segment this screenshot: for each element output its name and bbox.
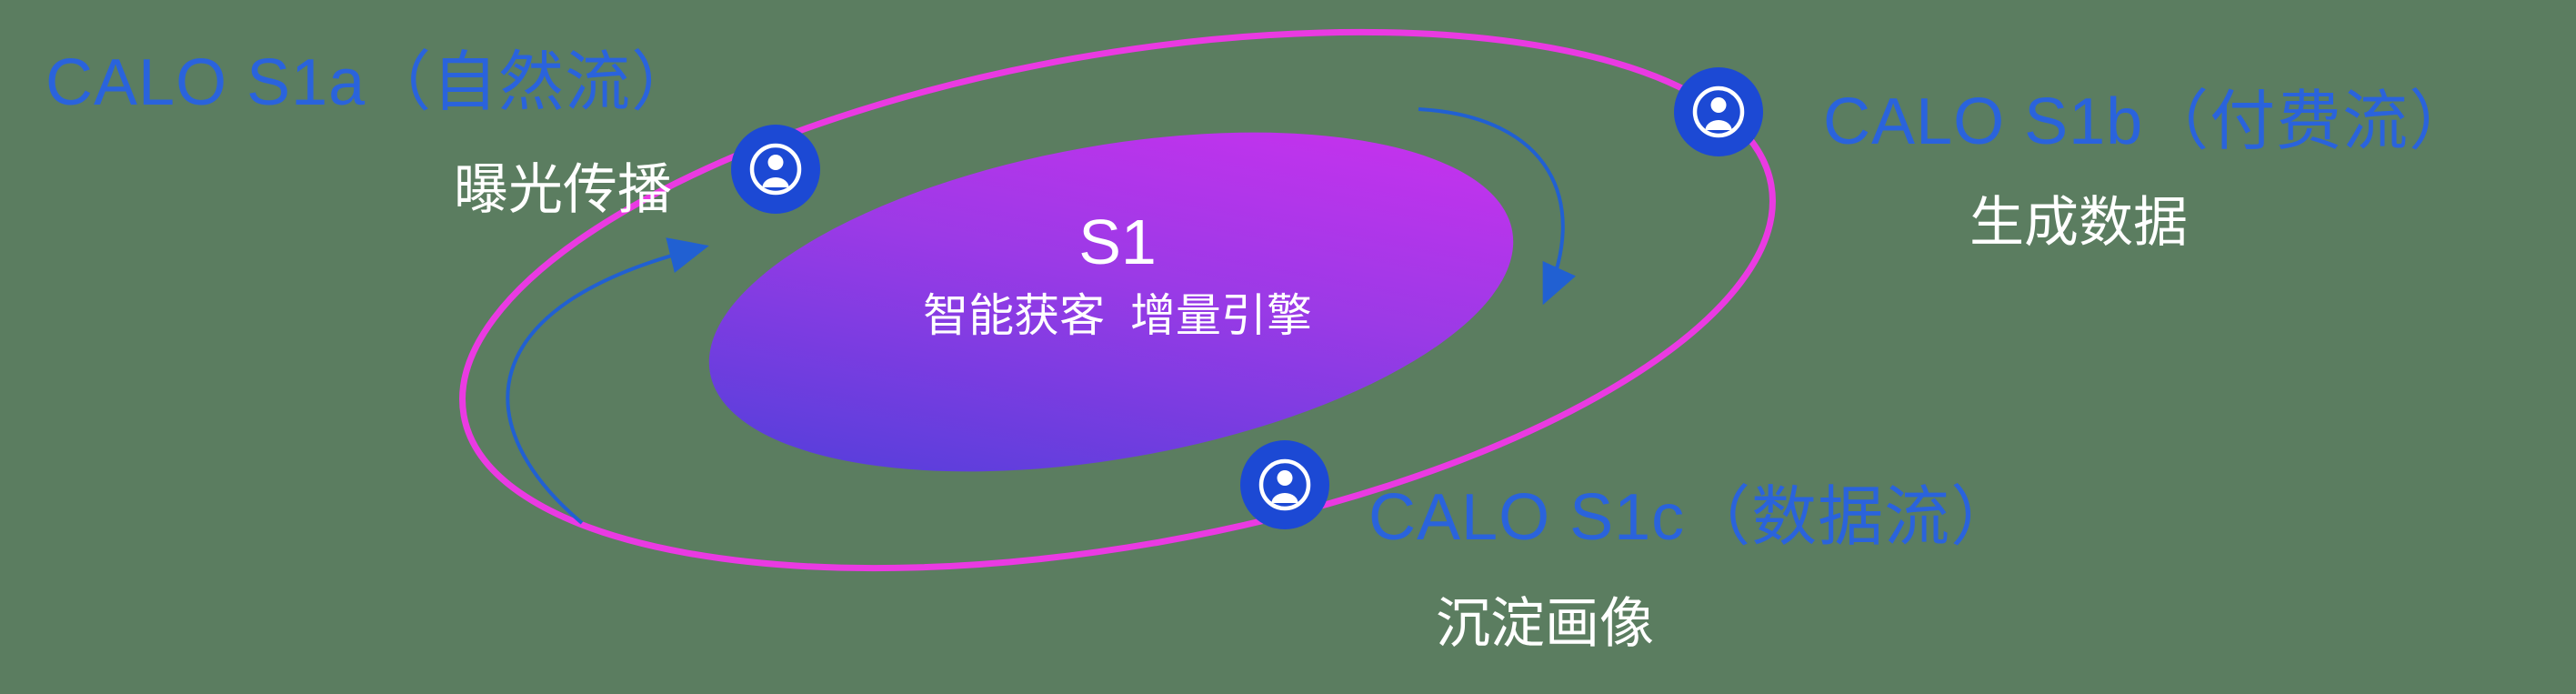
node-s1a-title: CALO S1a（自然流）: [45, 46, 698, 119]
core-title: S1: [1078, 206, 1157, 277]
node-s1b-subtitle: 生成数据: [1970, 192, 2188, 253]
orbit-ellipse: [459, 28, 1776, 572]
node-s1a-subtitle: 曝光传播: [454, 159, 672, 220]
node-s1c-title: CALO S1c（数据流）: [1368, 481, 2018, 554]
core-subtitle: 智能获客 增量引擎: [923, 290, 1312, 341]
right-curved-arrow: [1418, 107, 1577, 306]
node-s1b-title: CALO S1b（付费流）: [1823, 85, 2476, 158]
node-s1c-subtitle: 沉淀画像: [1436, 593, 1654, 654]
user-circle-icon: [1674, 67, 1763, 156]
core-ellipse: [708, 132, 1514, 472]
left-curved-arrow: [506, 237, 709, 525]
user-circle-icon: [1240, 440, 1329, 529]
